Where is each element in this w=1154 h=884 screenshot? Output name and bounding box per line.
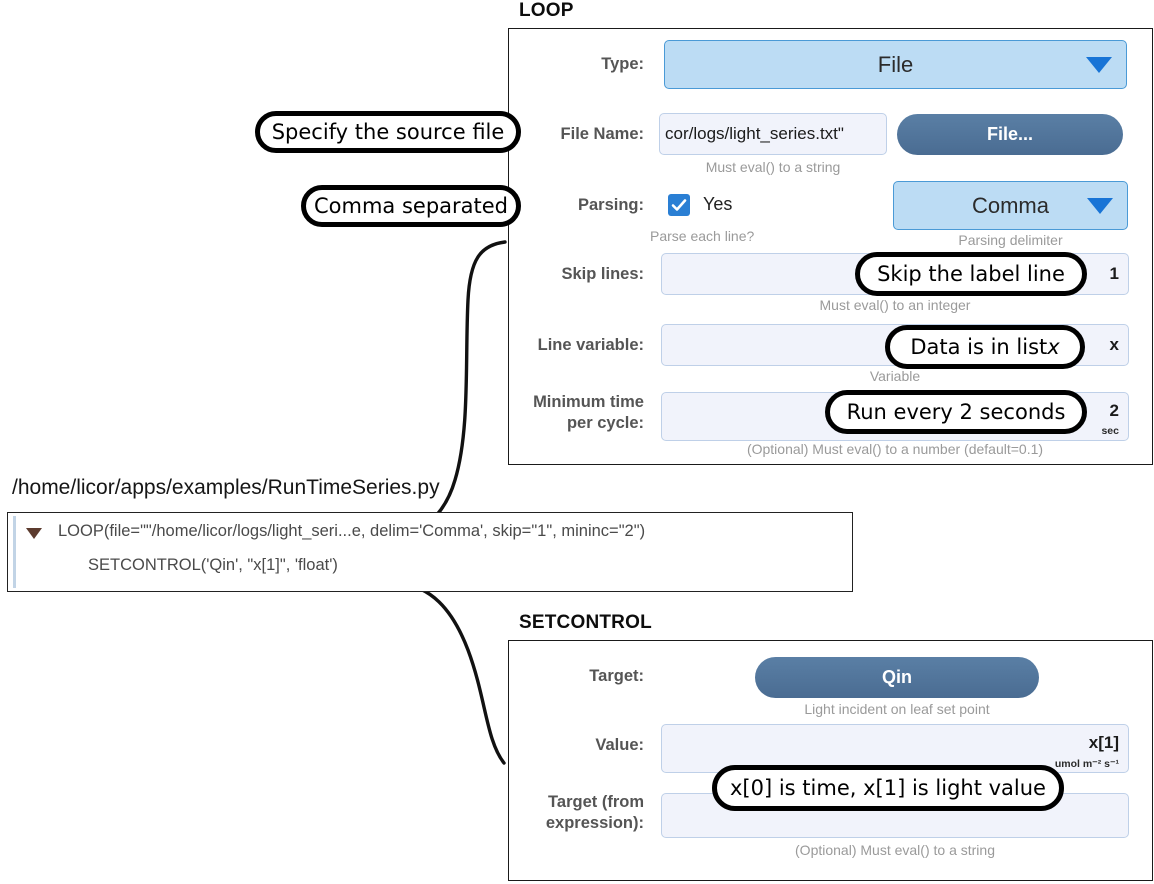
- loop-skiplines-hint: Must eval() to an integer: [819, 297, 971, 313]
- file-browse-label: File...: [986, 124, 1033, 144]
- loop-mintime-value: 2: [1109, 400, 1119, 420]
- check-icon: [671, 199, 687, 211]
- loop-mintime-label: Minimum time per cycle:: [533, 393, 644, 432]
- setcontrol-target-value: Qin: [882, 667, 912, 687]
- setcontrol-target-button[interactable]: Qin: [755, 657, 1039, 698]
- loop-delimiter-hint: Parsing delimiter: [958, 232, 1063, 248]
- setcontrol-targetexpr-hint: (Optional) Must eval() to a string: [795, 842, 995, 858]
- parse-each-line-checkbox[interactable]: [668, 194, 690, 216]
- setcontrol-targetexpr-label: Target (from expression):: [545, 793, 644, 832]
- loop-mintime-hint: (Optional) Must eval() to a number (defa…: [746, 441, 1044, 457]
- script-path: /home/licor/apps/examples/RunTimeSeries.…: [12, 476, 440, 499]
- loop-type-label: Type:: [601, 55, 644, 73]
- connector-code-to-setcontrol: [396, 581, 506, 765]
- loop-linevariable-hint: Variable: [869, 368, 921, 384]
- setcontrol-value-label: Value:: [595, 736, 644, 754]
- loop-delimiter-value: Comma: [971, 192, 1049, 218]
- loop-parsing-hint: Parse each line?: [650, 228, 755, 244]
- code-block: [7, 512, 853, 592]
- callout-x-values-text: x[0] is time, x[1] is light value: [730, 776, 1046, 800]
- file-browse-button[interactable]: File...: [897, 114, 1123, 155]
- callout-specify-source-file: Specify the source file: [255, 111, 521, 153]
- callout-data-in-list-x: Data is in list x: [885, 325, 1085, 369]
- loop-type-value: File: [877, 51, 914, 77]
- code-line-loop[interactable]: LOOP(file=""/home/licor/logs/light_seri.…: [58, 522, 646, 540]
- loop-type-dropdown[interactable]: File: [664, 40, 1127, 89]
- setcontrol-value-unit: umol m⁻² s⁻¹: [1054, 758, 1119, 770]
- setcontrol-target-label: Target:: [589, 667, 644, 685]
- setcontrol-value-text: x[1]: [1088, 732, 1119, 752]
- loop-section-title: LOOP: [519, 0, 574, 21]
- loop-filename-hint: Must eval() to a string: [705, 159, 841, 175]
- loop-delimiter-dropdown[interactable]: Comma: [893, 181, 1128, 230]
- callout-data-in-list-x-var: x: [1047, 335, 1060, 359]
- callout-x-values: x[0] is time, x[1] is light value: [712, 765, 1064, 811]
- callout-run-every-2-seconds: Run every 2 seconds: [825, 390, 1087, 434]
- loop-filename-label: File Name:: [560, 125, 644, 143]
- triangle-down-icon[interactable]: [26, 528, 42, 539]
- chevron-down-icon: [1087, 197, 1113, 214]
- loop-filename-value: cor/logs/light_series.txt": [665, 124, 844, 143]
- callout-comma-separated: Comma separated: [301, 185, 521, 227]
- code-line-setcontrol[interactable]: SETCONTROL('Qin', "x[1]", 'float'): [88, 556, 338, 574]
- loop-mintime-unit: sec: [1101, 425, 1119, 437]
- code-gutter: [13, 516, 16, 588]
- callout-specify-source-file-text: Specify the source file: [271, 120, 505, 144]
- callout-skip-label-line-text: Skip the label line: [877, 262, 1065, 286]
- loop-skiplines-label: Skip lines:: [561, 265, 644, 283]
- chevron-down-icon: [1086, 56, 1112, 73]
- loop-parsing-label: Parsing:: [577, 196, 644, 214]
- setcontrol-target-hint: Light incident on leaf set point: [804, 701, 990, 717]
- loop-linevariable-label: Line variable:: [537, 336, 644, 354]
- loop-filename-input[interactable]: cor/logs/light_series.txt": [659, 113, 887, 155]
- loop-linevariable-value: x: [1109, 335, 1119, 354]
- callout-skip-label-line: Skip the label line: [855, 252, 1087, 296]
- parse-each-line-label: Yes: [703, 194, 733, 214]
- setcontrol-section-title: SETCONTROL: [519, 612, 652, 633]
- callout-data-in-list-x-text: Data is in list: [910, 335, 1048, 359]
- callout-run-every-2-seconds-text: Run every 2 seconds: [846, 400, 1066, 424]
- loop-skiplines-value: 1: [1109, 264, 1119, 283]
- callout-comma-separated-text: Comma separated: [313, 194, 508, 218]
